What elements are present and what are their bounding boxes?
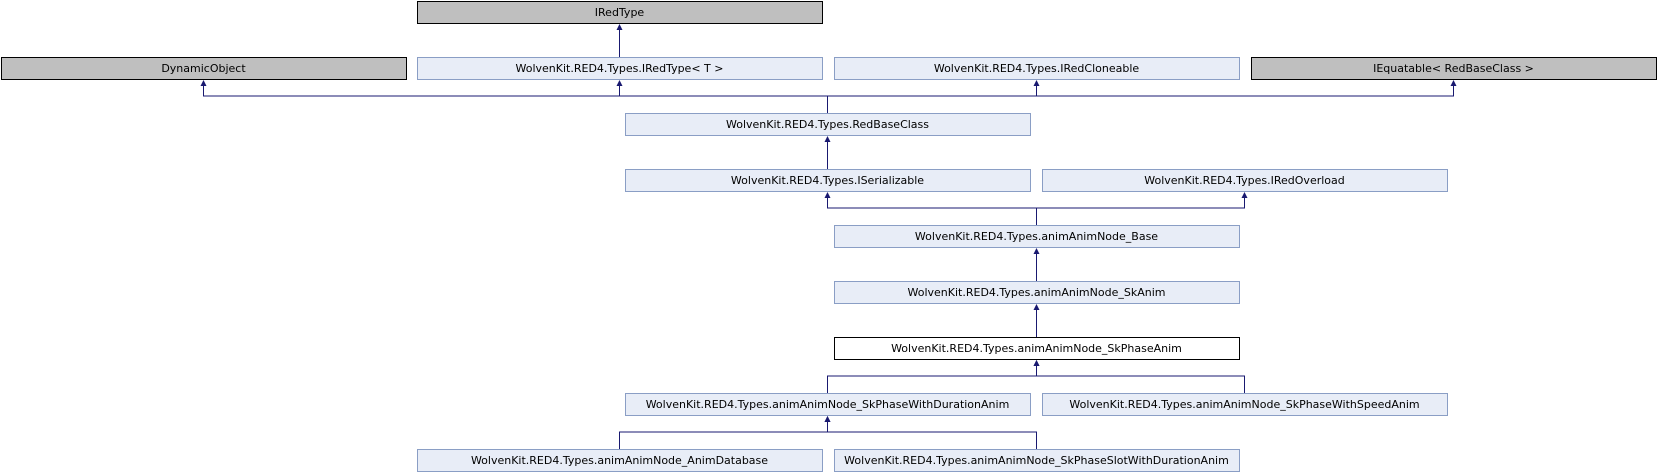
class-node-iredtype_t[interactable]: WolvenKit.RED4.Types.IRedType< T > [417,57,823,80]
class-label-iredtype_t: WolvenKit.RED4.Types.IRedType< T > [516,62,724,75]
class-label-animnode_skphaseslotwithduration: WolvenKit.RED4.Types.animAnimNode_SkPhas… [844,454,1229,467]
class-box-iredoverload[interactable] [1042,169,1448,192]
class-box-iserializable[interactable] [625,169,1031,192]
class-box-animnode_skphasewithspeed[interactable] [1042,393,1448,416]
class-label-iredoverload: WolvenKit.RED4.Types.IRedOverload [1144,174,1345,187]
arrowhead-redbaseclass-to-iequatable [1450,80,1457,86]
arrowhead-iserializable-to-redbaseclass [824,136,831,142]
inheritance-edge-animnode_skphasewithduration-to-animnode_skphaseanim [827,365,1037,393]
arrowhead-animnode_skphaseanim-to-animnode_skanim [1033,304,1040,310]
class-box-iredtype_t[interactable] [417,57,823,80]
class-label-animnode_skphasewithduration: WolvenKit.RED4.Types.animAnimNode_SkPhas… [646,398,1010,411]
class-box-animnode_base[interactable] [834,225,1240,248]
class-node-animnode_skanim[interactable]: WolvenKit.RED4.Types.animAnimNode_SkAnim [834,281,1240,304]
class-box-iredcloneable[interactable] [834,57,1240,80]
class-node-animnode_base[interactable]: WolvenKit.RED4.Types.animAnimNode_Base [834,225,1240,248]
class-label-iredcloneable: WolvenKit.RED4.Types.IRedCloneable [934,62,1140,75]
class-label-animnode_base: WolvenKit.RED4.Types.animAnimNode_Base [915,230,1158,243]
arrowhead-animnode_skanim-to-animnode_base [1033,248,1040,254]
class-box-iredtype [417,1,823,24]
arrowhead-animnode_base-to-iredoverload [1241,192,1248,198]
arrowhead-redbaseclass-to-iredcloneable [1033,80,1040,86]
class-label-iredtype: IRedType [595,6,645,19]
inheritance-edge-animnode_skphasewithspeed-to-animnode_skphaseanim [1036,365,1245,393]
class-label-animnode_skphaseanim: WolvenKit.RED4.Types.animAnimNode_SkPhas… [891,342,1182,355]
class-node-iredoverload[interactable]: WolvenKit.RED4.Types.IRedOverload [1042,169,1448,192]
class-node-animnode_skphaseanim: WolvenKit.RED4.Types.animAnimNode_SkPhas… [834,337,1240,360]
class-label-iserializable: WolvenKit.RED4.Types.ISerializable [731,174,924,187]
class-label-iequatable: IEquatable< RedBaseClass > [1373,62,1534,75]
class-node-iredtype: IRedType [417,1,823,24]
class-label-animnode_skanim: WolvenKit.RED4.Types.animAnimNode_SkAnim [908,286,1166,299]
class-node-iredcloneable[interactable]: WolvenKit.RED4.Types.IRedCloneable [834,57,1240,80]
class-node-animnode_skphasewithspeed[interactable]: WolvenKit.RED4.Types.animAnimNode_SkPhas… [1042,393,1448,416]
arrowhead-redbaseclass-to-dynamicobject [200,80,207,86]
class-node-dynamicobject: DynamicObject [1,57,407,80]
class-box-animnode_skphaseanim [834,337,1240,360]
arrowhead-redbaseclass-to-iredtype_t [616,80,623,86]
class-node-redbaseclass[interactable]: WolvenKit.RED4.Types.RedBaseClass [625,113,1031,136]
inheritance-edge-animnode_base-to-iserializable [827,197,1037,225]
class-box-dynamicobject [1,57,407,80]
class-node-iequatable: IEquatable< RedBaseClass > [1251,57,1657,80]
class-box-animnode_skphasewithduration[interactable] [625,393,1031,416]
inheritance-edge-animnode_animdatabase-to-animnode_skphasewithduration [619,421,828,449]
class-box-animnode_skanim[interactable] [834,281,1240,304]
class-label-redbaseclass: WolvenKit.RED4.Types.RedBaseClass [726,118,929,131]
class-label-animnode_animdatabase: WolvenKit.RED4.Types.animAnimNode_AnimDa… [471,454,768,467]
inheritance-edge-redbaseclass-to-iredcloneable [827,85,1037,113]
arrowhead-iredtype_t-to-iredtype [616,24,623,30]
class-node-animnode_animdatabase[interactable]: WolvenKit.RED4.Types.animAnimNode_AnimDa… [417,449,823,472]
class-box-iequatable [1251,57,1657,80]
class-box-redbaseclass[interactable] [625,113,1031,136]
inheritance-edge-redbaseclass-to-dynamicobject [203,85,828,113]
class-label-animnode_skphasewithspeed: WolvenKit.RED4.Types.animAnimNode_SkPhas… [1069,398,1419,411]
arrowhead-animnode_skphasewithspeed-to-animnode_skphaseanim [1033,360,1040,366]
class-label-dynamicobject: DynamicObject [161,62,246,75]
inheritance-edges [200,24,1457,449]
inheritance-edge-redbaseclass-to-iequatable [827,85,1454,113]
inheritance-edge-animnode_skphaseslotwithduration-to-animnode_skphasewithduration [827,421,1037,449]
class-node-animnode_skphaseslotwithduration[interactable]: WolvenKit.RED4.Types.animAnimNode_SkPhas… [834,449,1240,472]
arrowhead-animnode_skphaseslotwithduration-to-animnode_skphasewithduration [824,416,831,422]
arrowhead-animnode_base-to-iserializable [824,192,831,198]
class-node-iserializable[interactable]: WolvenKit.RED4.Types.ISerializable [625,169,1031,192]
class-node-animnode_skphasewithduration[interactable]: WolvenKit.RED4.Types.animAnimNode_SkPhas… [625,393,1031,416]
inheritance-edge-redbaseclass-to-iredtype_t [619,85,828,113]
inheritance-edge-animnode_base-to-iredoverload [1036,197,1245,225]
